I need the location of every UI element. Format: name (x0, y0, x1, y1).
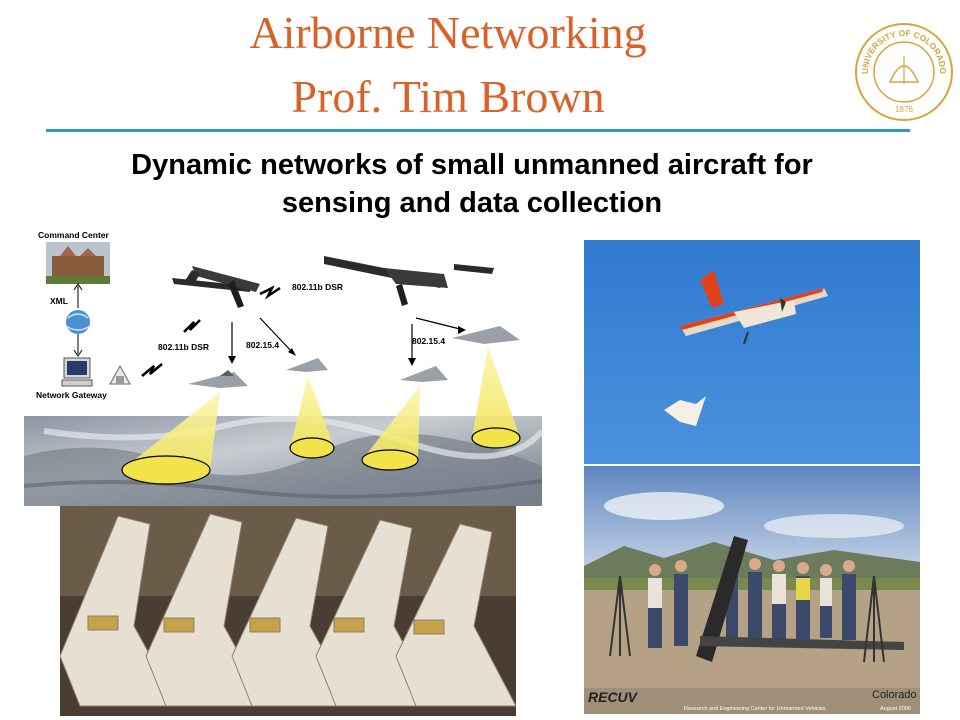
flying-wing-model (395, 523, 516, 707)
title-line-1: Airborne Networking (249, 7, 647, 58)
tall-black-wing (696, 536, 748, 662)
link-label-dsr-left: 802.11b DSR (158, 342, 209, 352)
red-white-airplane (680, 270, 828, 345)
long-wing-aircraft (700, 636, 904, 650)
flying-wing-uav (188, 370, 248, 388)
white-flying-wing (664, 396, 706, 426)
network-diagram: Command Center XML Network Gateway (24, 226, 544, 508)
sensor-cone (289, 376, 335, 459)
xml-label: XML (50, 296, 68, 306)
colorado-brand: Colorado (872, 689, 917, 701)
team-group-photo: RECUV Research and Engineering Center fo… (584, 466, 920, 714)
sensor-cone (121, 392, 220, 485)
antenna-box-icon (109, 364, 131, 385)
flying-wing-uav (286, 358, 328, 372)
sensor-cone (361, 386, 420, 471)
link-label-154-right: 802.15.4 (412, 336, 445, 346)
title-divider (46, 129, 910, 132)
network-gateway-label: Network Gateway (36, 390, 107, 400)
seal-year: 1876 (895, 105, 913, 114)
link-label-154-left: 802.15.4 (246, 340, 279, 350)
link-label-dsr-top: 802.11b DSR (292, 282, 343, 292)
command-center-label: Command Center (38, 230, 110, 240)
tripod-antennas (609, 575, 885, 663)
computer-icon (61, 357, 93, 387)
uav-aircraft-right (324, 256, 494, 306)
university-seal-logo: UNIVERSITY OF COLORADO 1876 (855, 23, 953, 121)
flying-wing-uav (452, 326, 520, 344)
people-group (648, 558, 856, 648)
photo-caption: Research and Engineering Center for Unma… (684, 706, 826, 712)
aircraft-in-sky-photo (584, 240, 920, 464)
photo-date: August 2006 (880, 706, 911, 712)
sensor-cone (471, 346, 521, 449)
subtitle-line-1: Dynamic networks of small unmanned aircr… (131, 149, 813, 181)
command-center-building (46, 242, 110, 284)
recuv-logo: RECUV (588, 689, 639, 705)
uav-aircraft-left (172, 266, 260, 308)
flying-wings-bench-photo (60, 506, 516, 716)
title-line-2: Prof. Tim Brown (291, 71, 605, 122)
subtitle-line-2: sensing and data collection (281, 187, 663, 219)
subtitle: Dynamic networks of small unmanned aircr… (40, 146, 904, 222)
terrain-image (24, 415, 544, 506)
flying-wing-uav (400, 366, 448, 382)
